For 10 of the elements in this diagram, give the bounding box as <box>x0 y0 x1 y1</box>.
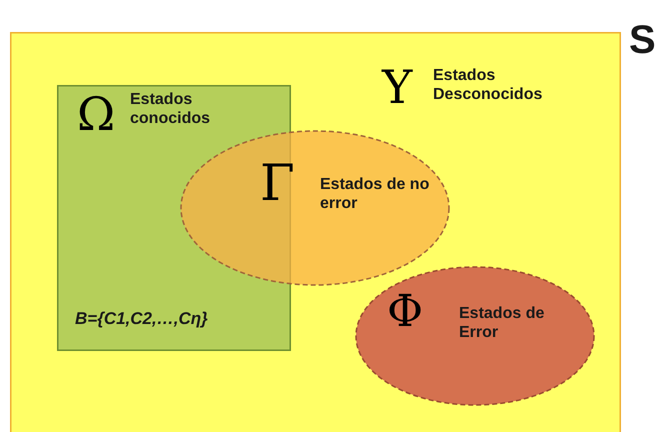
set-name: S <box>629 17 655 64</box>
set-symbol: Γ <box>260 158 295 208</box>
set-symbol: Υ <box>382 64 412 110</box>
set-label: Estados conocidos <box>130 90 212 128</box>
set-symbol: Ω <box>77 91 116 137</box>
set-label: Estados de no error <box>320 175 430 214</box>
set-label: Estados Desconocidos <box>433 66 544 104</box>
set-label: Estados de Error <box>459 304 546 342</box>
set-symbol: Φ <box>387 290 424 334</box>
set-formula: B={C1,C2,…,Cη} <box>75 309 209 330</box>
